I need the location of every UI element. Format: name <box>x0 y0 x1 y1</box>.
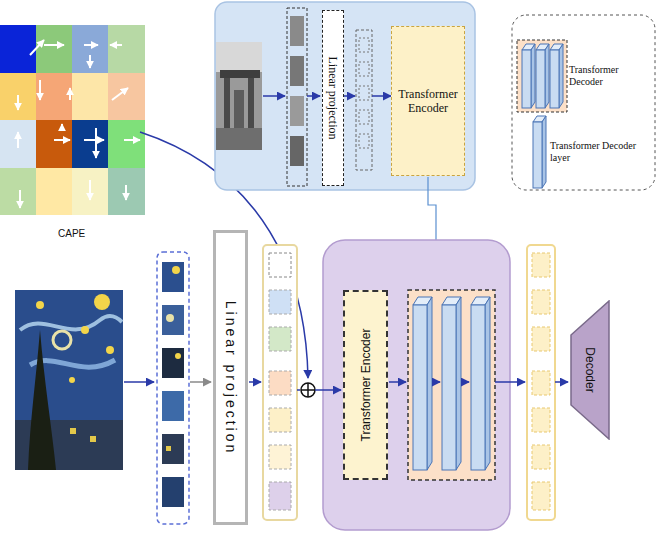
painting <box>15 290 123 470</box>
model-panel <box>323 240 510 530</box>
token-column <box>263 245 297 520</box>
decoder-icon <box>517 40 567 112</box>
vit-panel <box>215 2 475 190</box>
encoder-box: Transformer Encoder <box>343 290 388 480</box>
caption-label: CAPE <box>58 228 85 239</box>
cape-grid <box>0 25 145 215</box>
image-patches <box>287 8 307 186</box>
node-text: Decoder <box>583 347 597 392</box>
image-patches <box>157 252 189 524</box>
legend-item: Transformer Decoder layer <box>550 140 652 164</box>
legend-item: Transformer Decoder <box>569 64 653 88</box>
projection-box: Linear projection <box>213 230 248 525</box>
encoder-box: Transformer Encoder <box>391 26 465 176</box>
projection-box: Linear projection <box>322 10 344 186</box>
decoder-stack <box>408 290 495 480</box>
decoder-layer-icon <box>533 116 546 188</box>
photo <box>216 42 262 150</box>
trapezoid-shape <box>571 301 609 439</box>
legend-box <box>512 15 655 190</box>
node-text: Transformer Encoder <box>358 329 372 442</box>
decoder-trapezoid: Decoder <box>570 300 610 440</box>
legend-text: Transformer Decoder layer <box>550 140 652 164</box>
node-text: Linear projection <box>326 57 340 140</box>
output-tokens <box>527 245 555 520</box>
add-symbol <box>301 383 315 397</box>
node-text: Linear projection <box>222 300 239 455</box>
node-text: Transformer Encoder <box>392 87 464 116</box>
token-column <box>356 30 372 170</box>
legend-text: Transformer Decoder <box>569 64 653 88</box>
